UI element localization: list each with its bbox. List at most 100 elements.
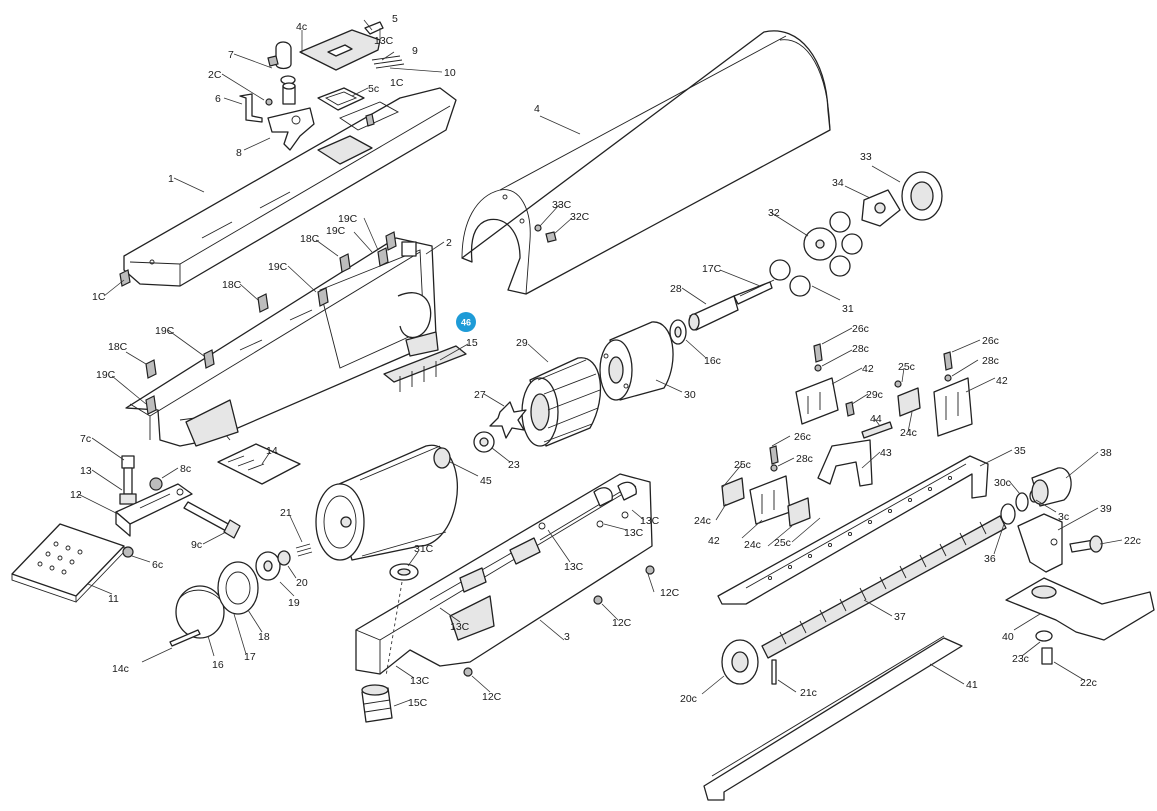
label-28c: 28c — [852, 343, 869, 355]
label-38: 38 — [1100, 447, 1112, 459]
part-28-shaft — [688, 281, 773, 331]
label-26c: 26c — [982, 335, 999, 347]
part-29-gear — [521, 357, 602, 447]
part-36-washer — [1000, 503, 1016, 525]
badge-label: 46 — [461, 318, 471, 328]
label-41: 41 — [966, 679, 978, 691]
label-26c: 26c — [794, 431, 811, 443]
label-8c: 8c — [180, 463, 191, 475]
part-4-outer-cover — [461, 30, 831, 295]
part-15c-cable-gland — [361, 684, 393, 723]
part-2-housing — [125, 237, 439, 447]
label-19c: 19C — [268, 261, 288, 273]
label-20: 20 — [296, 577, 308, 589]
label-24c: 24c — [744, 539, 761, 551]
label-44: 44 — [870, 413, 882, 425]
label-7: 7 — [228, 49, 234, 61]
part-39-bracket — [1017, 513, 1063, 573]
part-27-star — [489, 401, 527, 439]
label-39: 39 — [1100, 503, 1112, 515]
part-11-base-plate — [11, 523, 125, 603]
label-42: 42 — [996, 375, 1008, 387]
label-42: 42 — [862, 363, 874, 375]
part-41-guide — [703, 635, 963, 801]
label-25c: 25c — [774, 537, 791, 549]
label-21c: 21c — [800, 687, 817, 699]
callout-badge-46[interactable]: 46 — [456, 312, 476, 332]
label-13c: 13C — [640, 515, 660, 527]
label-32: 32 — [768, 207, 780, 219]
label-19c: 19C — [155, 325, 175, 337]
label-19c: 19C — [338, 213, 358, 225]
label-13c: 13C — [374, 35, 394, 47]
part-labels: 1 1C 1C 2 2C 3 4 4c 5 5c 6 7 7c 8 8c 9 9… — [70, 13, 1141, 709]
label-30c: 30c — [994, 477, 1011, 489]
label-3c: 3c — [1058, 511, 1069, 523]
badge-circle[interactable] — [456, 312, 476, 332]
label-18: 18 — [258, 631, 270, 643]
label-12: 12 — [70, 489, 82, 501]
label-3: 3 — [564, 631, 570, 643]
label-31: 31 — [842, 303, 854, 315]
label-42: 42 — [708, 535, 720, 547]
label-11: 11 — [108, 593, 119, 605]
part-33-ring — [901, 171, 943, 221]
part-32-planet-carrier — [803, 227, 837, 261]
label-18c: 18C — [108, 341, 128, 353]
part-20c-bearing — [721, 639, 759, 685]
label-5: 5 — [392, 13, 398, 25]
label-33c: 33C — [552, 199, 572, 211]
label-5c: 5c — [368, 83, 379, 95]
part-45-motor — [315, 444, 458, 561]
part-7-key — [275, 41, 296, 105]
label-34: 34 — [832, 177, 844, 189]
part-15-circuit-board — [383, 345, 467, 392]
label-8: 8 — [236, 147, 242, 159]
label-18c: 18C — [300, 233, 320, 245]
label-7c: 7c — [80, 433, 91, 445]
part-31c-grommet — [385, 563, 419, 677]
label-4: 4 — [534, 103, 540, 115]
label-33: 33 — [860, 151, 872, 163]
label-19: 19 — [288, 597, 300, 609]
label-26c: 26c — [852, 323, 869, 335]
label-2c: 2C — [208, 69, 222, 81]
label-16c: 16c — [704, 355, 721, 367]
label-28c: 28c — [982, 355, 999, 367]
part-23-bushing — [473, 431, 495, 453]
label-35: 35 — [1014, 445, 1026, 457]
part-40-plate — [1005, 577, 1155, 641]
label-15: 15 — [466, 337, 478, 349]
part-22c-bolts — [1041, 535, 1103, 665]
label-6: 6 — [215, 93, 221, 105]
rack-holes — [767, 475, 953, 581]
part-19-washer — [255, 551, 281, 581]
label-2: 2 — [446, 237, 452, 249]
label-9c: 9c — [191, 539, 202, 551]
label-15c: 15C — [408, 697, 428, 709]
label-40: 40 — [1002, 631, 1014, 643]
label-22c: 22c — [1080, 677, 1097, 689]
label-32c: 32C — [570, 211, 590, 223]
label-25c: 25c — [898, 361, 915, 373]
part-17c-pin — [739, 279, 775, 297]
part-3-base — [355, 473, 653, 675]
label-30: 30 — [684, 389, 696, 401]
label-28c: 28c — [796, 453, 813, 465]
label-1: 1 — [168, 173, 174, 185]
part-1-top-cover — [123, 87, 457, 287]
part-9-spring — [371, 55, 405, 69]
part-44-plate — [861, 421, 893, 439]
part-13-screw — [119, 455, 137, 505]
part-14-plate — [217, 443, 301, 485]
label-19c: 19C — [326, 225, 346, 237]
label-23c: 23c — [1012, 653, 1029, 665]
label-43: 43 — [880, 447, 892, 459]
part-16-knob — [175, 585, 225, 639]
part-6-bracket — [239, 93, 263, 123]
label-21: 21 — [280, 507, 292, 519]
label-29: 29 — [516, 337, 528, 349]
part-8-lever — [267, 107, 315, 151]
part-21-spring — [295, 543, 313, 557]
part-12c-nuts — [463, 565, 655, 677]
